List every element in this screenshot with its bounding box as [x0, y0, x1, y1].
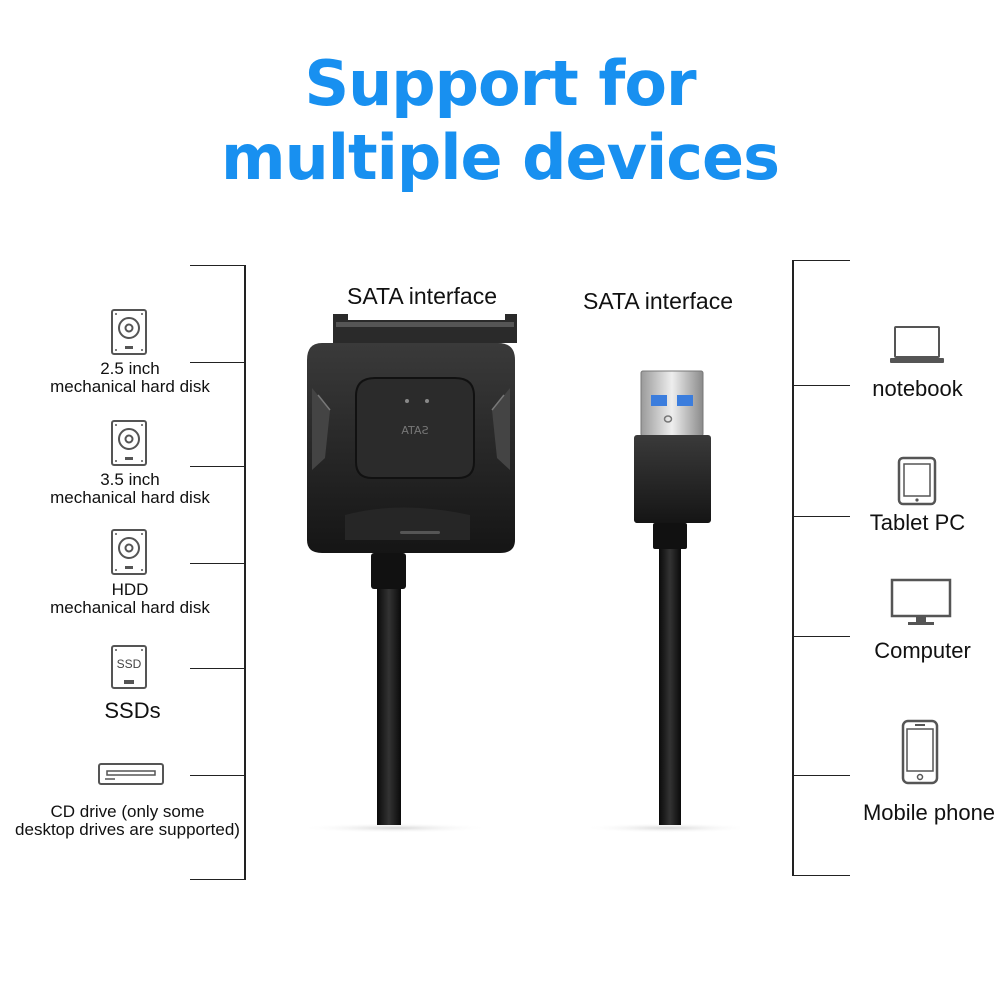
device-size: 3.5 inch	[100, 470, 160, 489]
device-type: mechanical hard disk	[50, 377, 210, 396]
hard-disk-icon	[111, 420, 147, 466]
device-label-3-5-inch: 3.5 inch mechanical hard disk	[30, 471, 230, 507]
hard-disk-icon	[111, 309, 147, 355]
device-label-hdd: HDD mechanical hard disk	[30, 581, 230, 617]
device-label-mobile-phone: Mobile phone	[862, 800, 996, 825]
ssd-icon-text: SSD	[116, 657, 142, 671]
page-title-line-2: multiple devices	[221, 121, 780, 194]
laptop-icon	[890, 326, 944, 363]
ssd-icon: SSD	[110, 644, 148, 690]
phone-icon	[901, 719, 939, 785]
device-type: mechanical hard disk	[50, 488, 210, 507]
device-size: 2.5 inch	[100, 359, 160, 378]
monitor-icon	[890, 578, 952, 625]
device-size: HDD	[111, 580, 149, 599]
device-label-tablet-pc: Tablet PC	[869, 510, 966, 535]
adapter-chip-label: SATA	[401, 424, 429, 437]
hard-disk-icon	[111, 529, 147, 575]
device-label-notebook: notebook	[872, 376, 963, 401]
product-image: SATA	[300, 314, 740, 833]
device-type: mechanical hard disk	[50, 598, 210, 617]
sata-interface-label: SATA interface	[347, 283, 497, 309]
page-title-line-1: Support for	[304, 47, 696, 120]
usb-interface-label: SATA interface	[583, 288, 733, 314]
device-type: desktop drives are supported)	[15, 820, 240, 839]
tablet-icon	[897, 456, 937, 506]
device-label-ssd: SSDs	[104, 698, 161, 723]
device-size: CD drive (only some	[50, 802, 205, 821]
device-label-computer: Computer	[874, 638, 971, 663]
device-label-2-5-inch: 2.5 inch mechanical hard disk	[30, 360, 230, 396]
device-label-cd-drive: CD drive (only some desktop drives are s…	[0, 803, 255, 839]
cd-drive-icon	[98, 763, 164, 785]
